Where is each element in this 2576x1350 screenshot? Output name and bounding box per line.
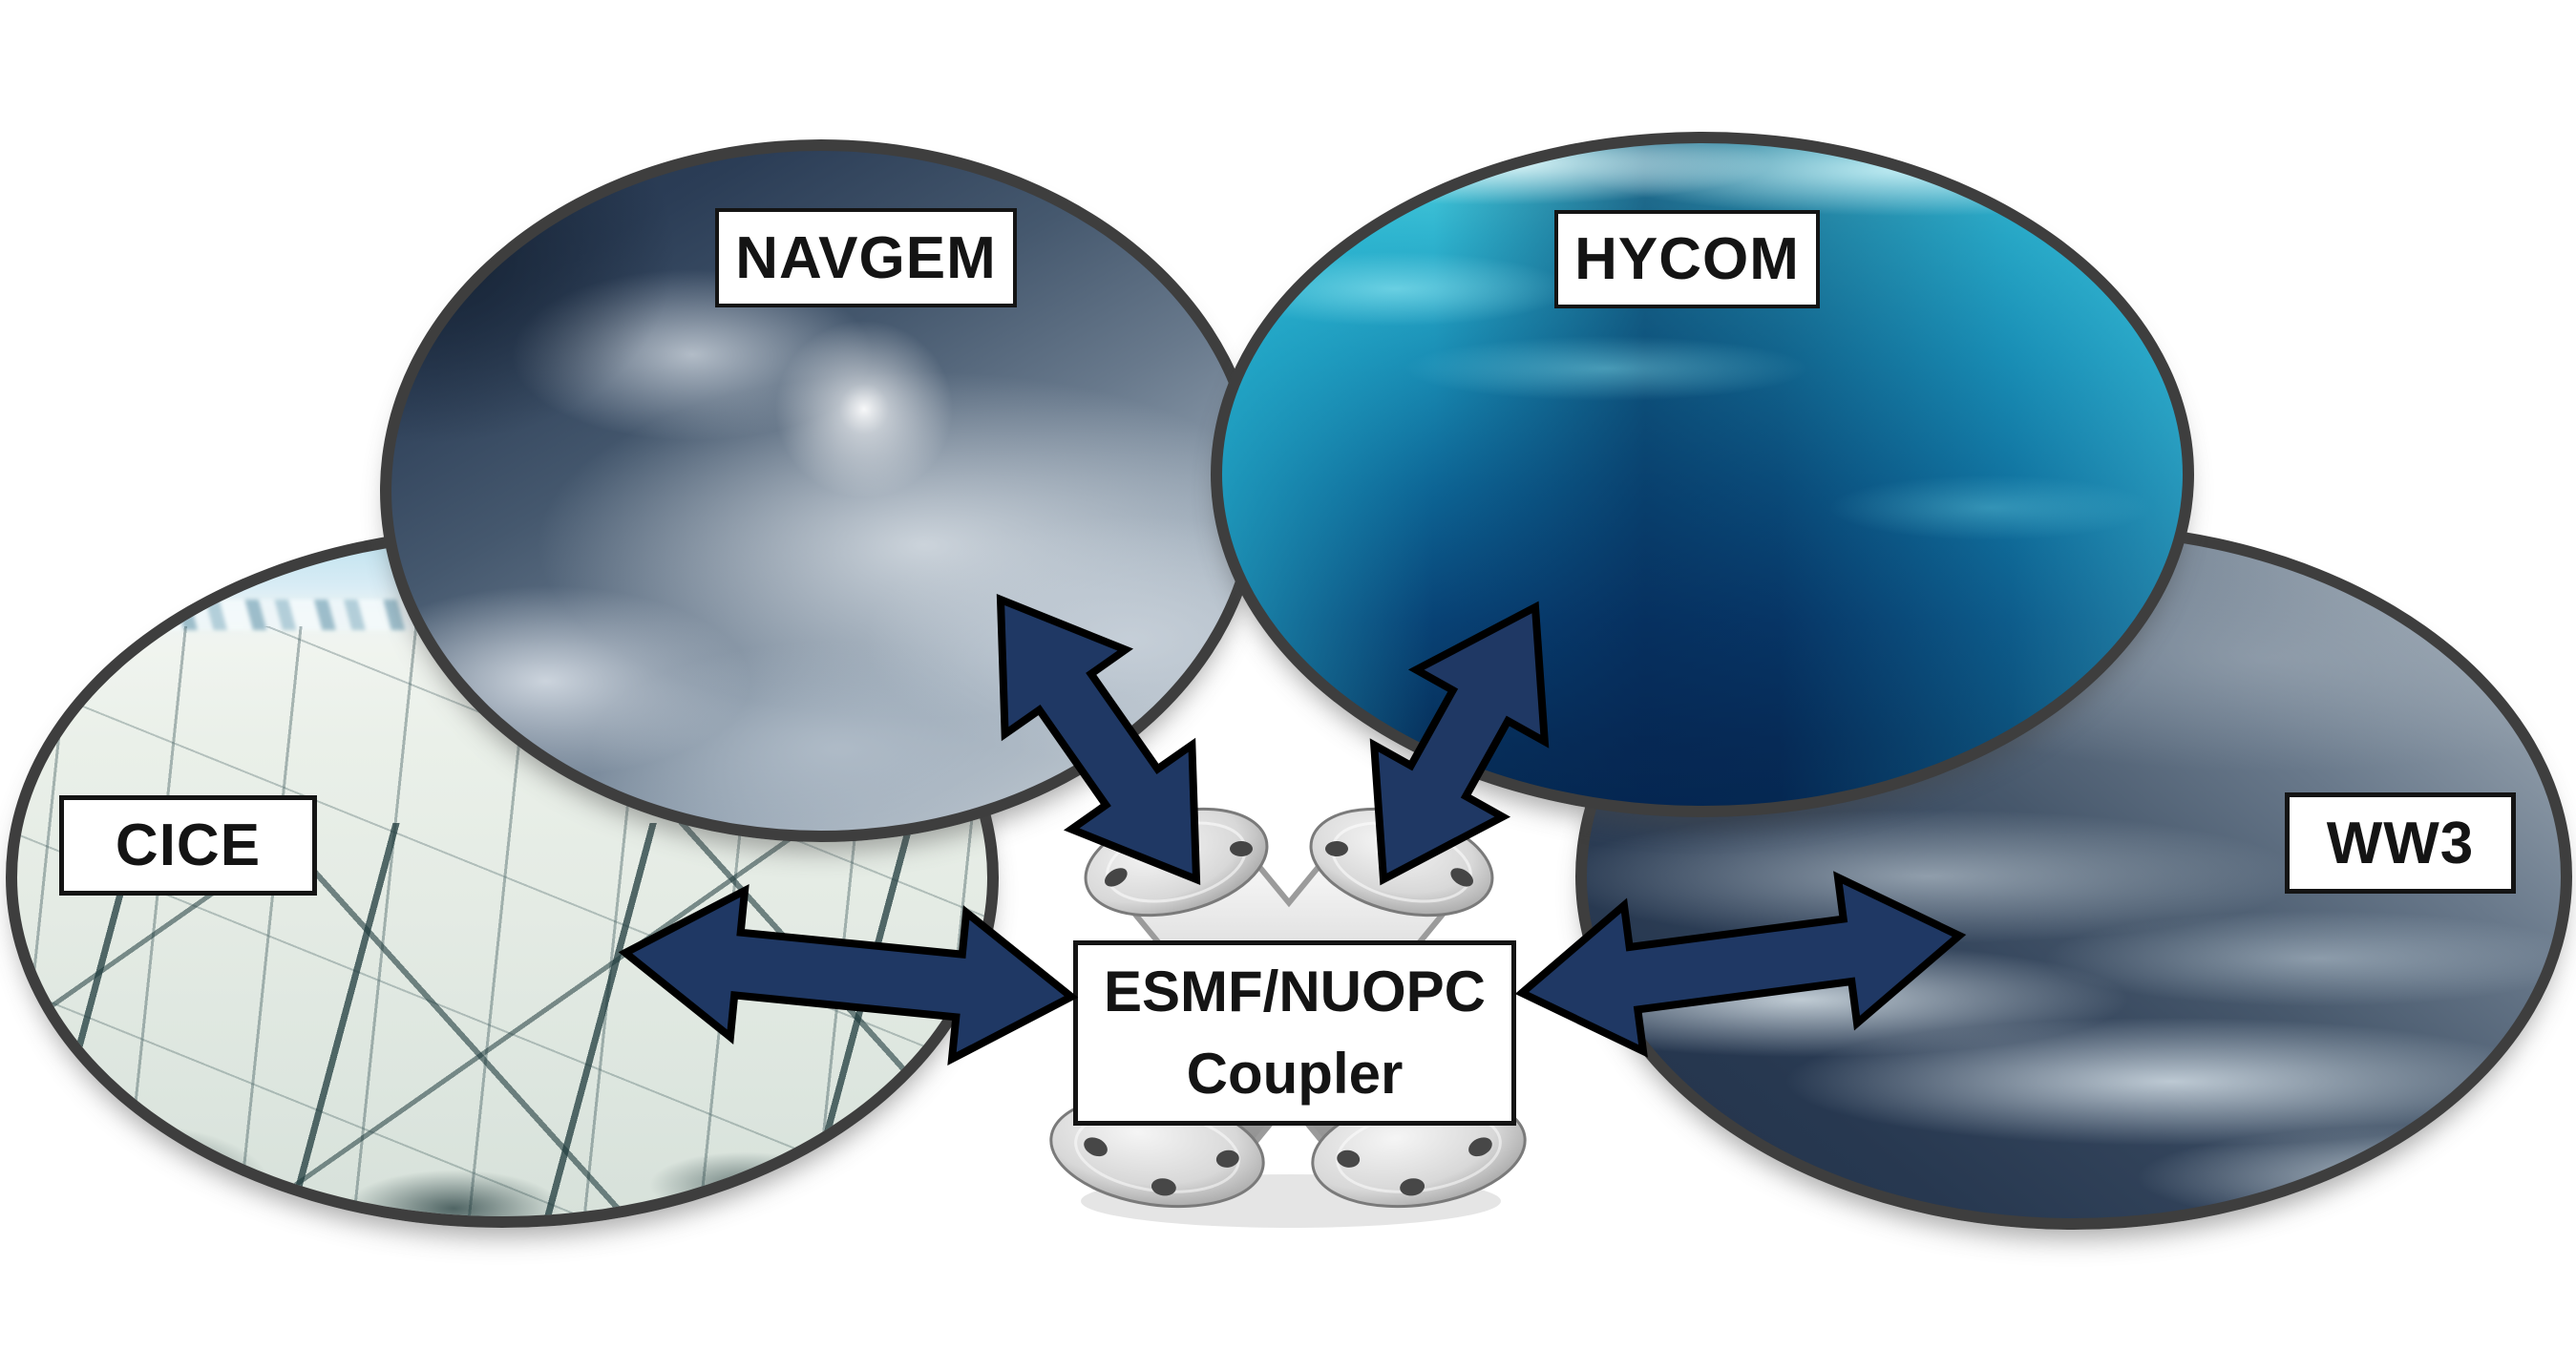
coupler-label-line1: ESMF/NUOPC [1103,960,1487,1023]
label-hycom: HYCOM [1554,210,1820,308]
arrow-ww3-coupler [1514,871,1967,1058]
arrow-cice-coupler [618,883,1079,1066]
label-ww3: WW3 [2285,792,2516,894]
label-cice: CICE [59,795,317,896]
label-coupler: ESMF/NUOPC Coupler [1073,940,1516,1126]
arrow-hycom-coupler [1369,601,1550,886]
coupler-label-line2: Coupler [1186,1042,1404,1106]
arrow-navgem-coupler [996,594,1201,885]
label-navgem: NAVGEM [715,208,1017,307]
